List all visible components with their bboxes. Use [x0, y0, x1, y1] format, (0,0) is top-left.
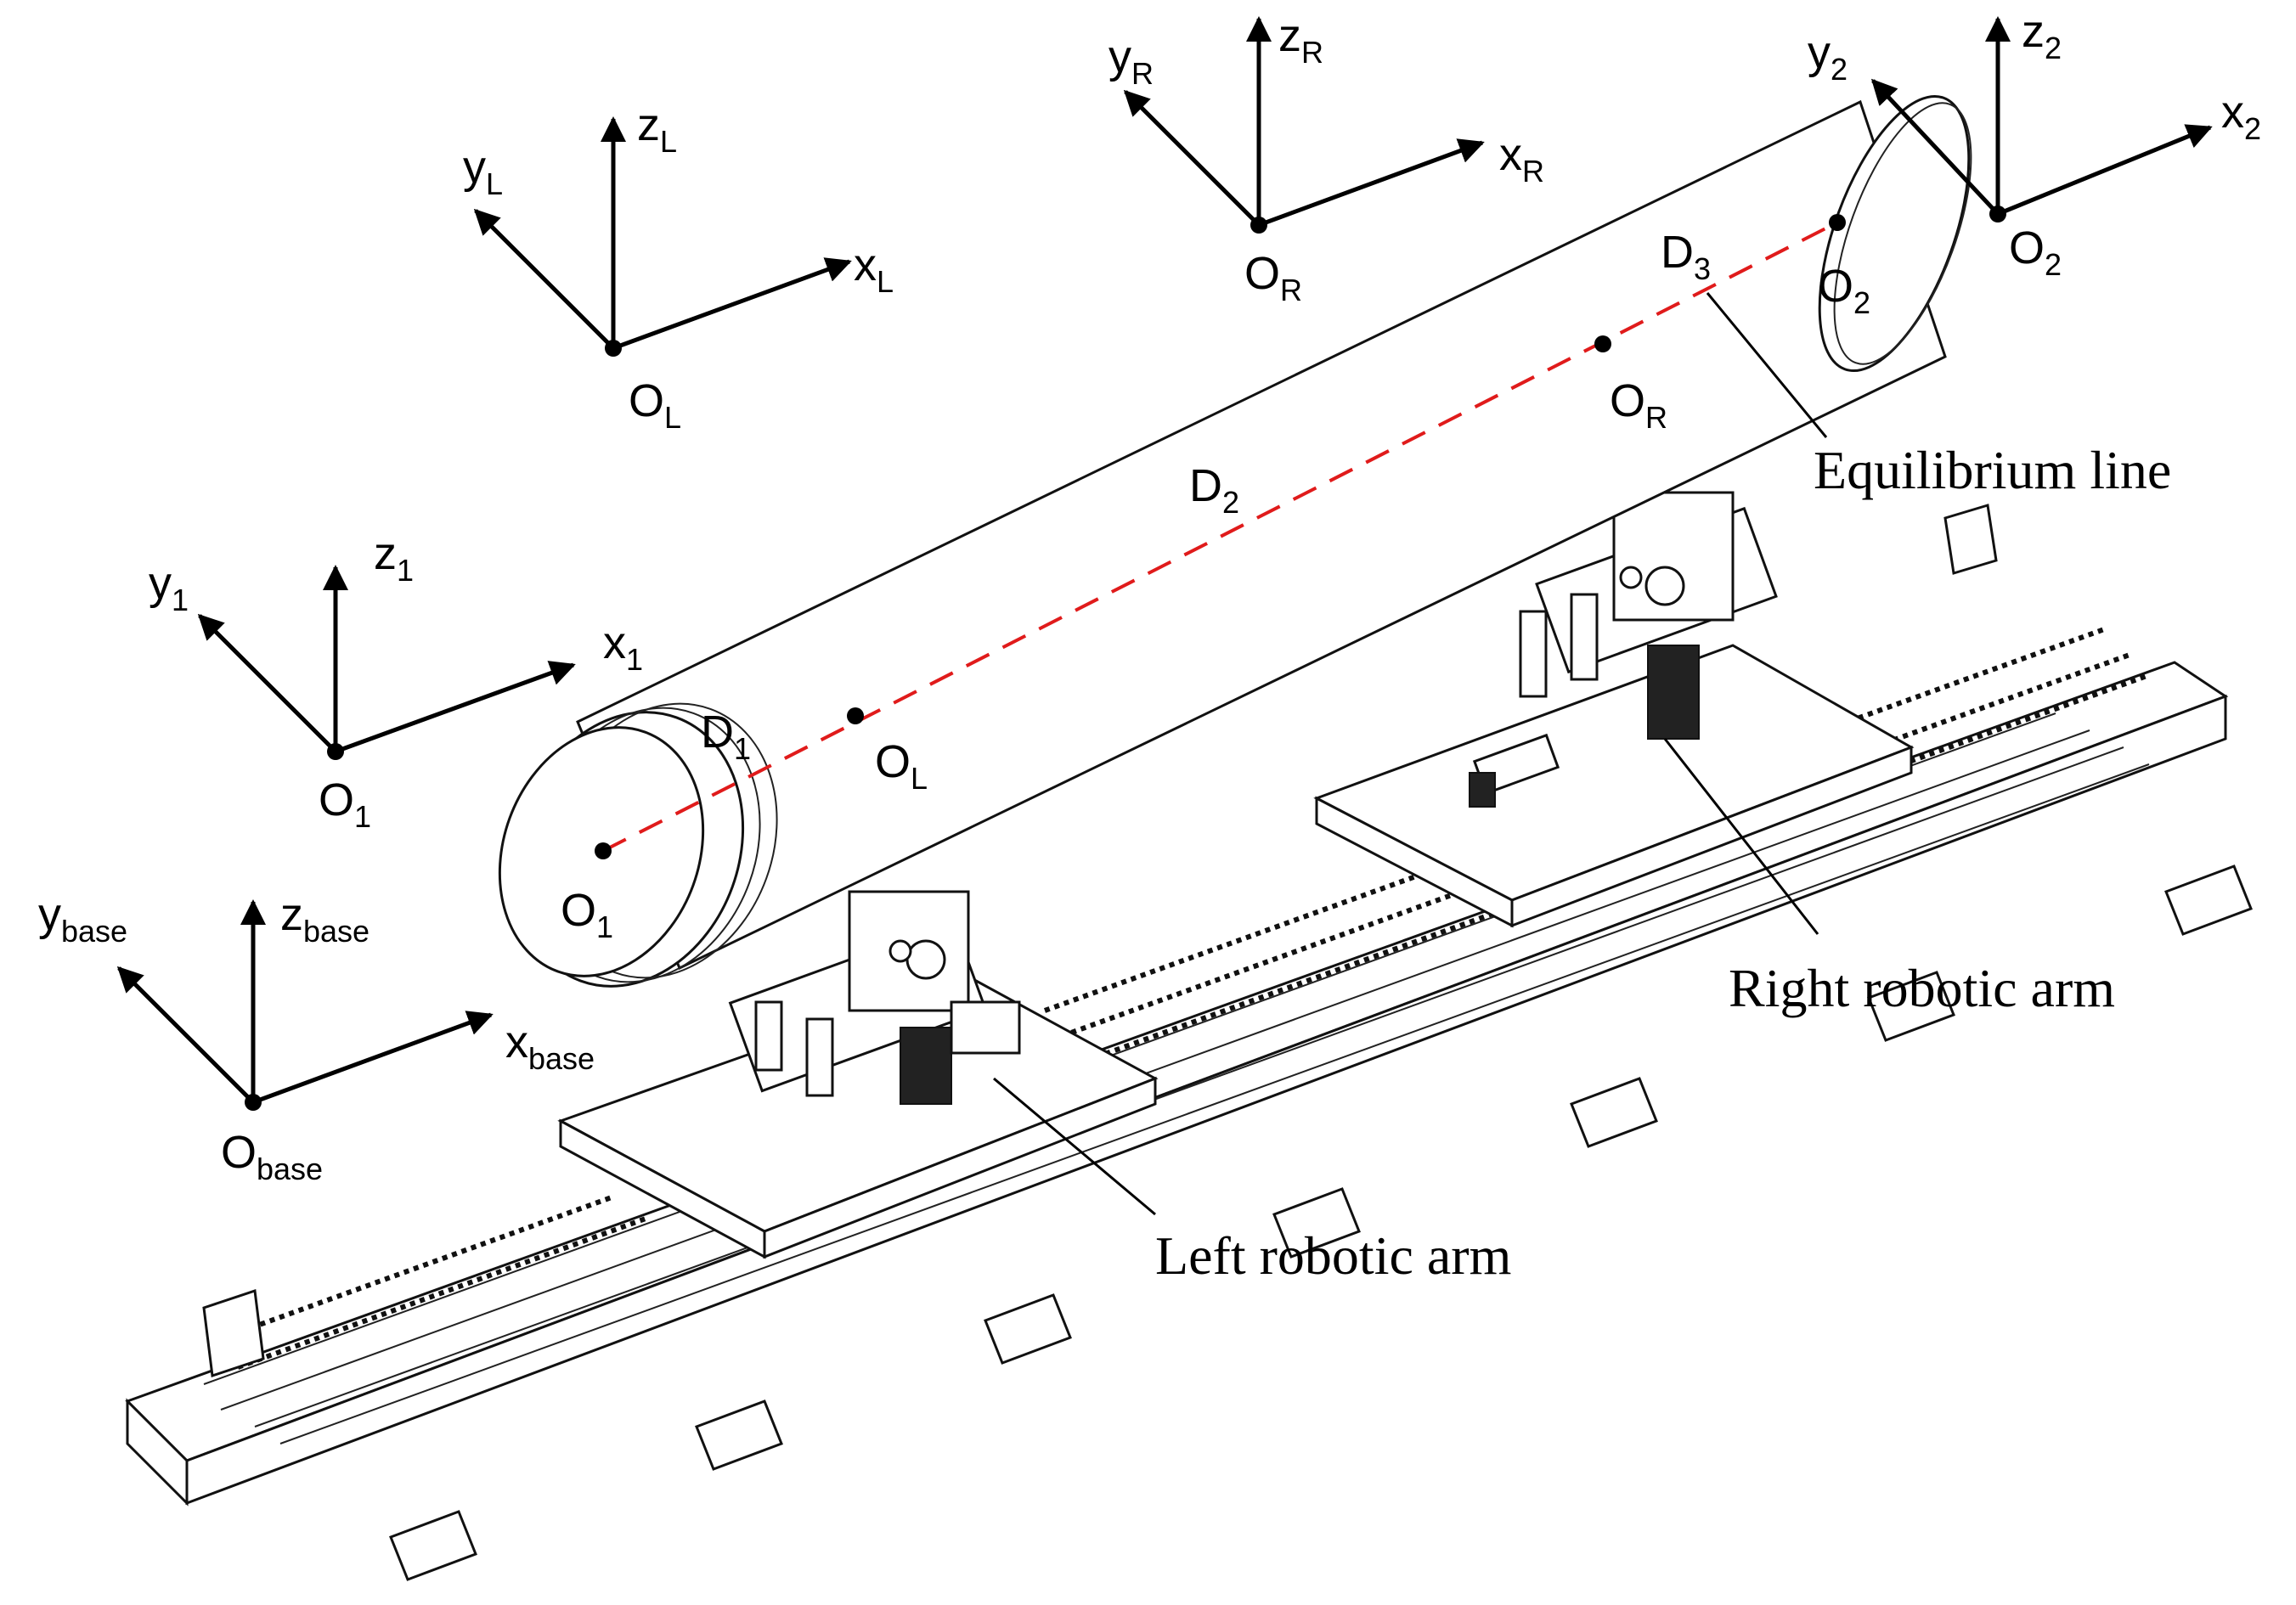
- frame-L-z-label: zL: [637, 99, 677, 159]
- frame-base-origin-label: Obase: [221, 1127, 323, 1186]
- end-bracket-left: [202, 1288, 265, 1378]
- frame-R: yR zR xR OR: [1109, 10, 1544, 307]
- cylinder-end-right: [1818, 94, 1971, 373]
- frame-1-origin-label: O1: [319, 774, 371, 834]
- leader-equilibrium: [1706, 292, 1828, 438]
- point-o2-dot: [1829, 214, 1846, 231]
- frame-base-y-label: ybase: [38, 889, 127, 949]
- equilibrium-line: [602, 221, 1838, 853]
- left-carriage: [557, 890, 1159, 1259]
- frame-L-y-label: yL: [463, 142, 503, 201]
- label-or: OR: [1610, 375, 1667, 435]
- cylinder: [498, 94, 1972, 988]
- frame-2-x-label: x2: [2221, 87, 2261, 146]
- right-carriage: [1313, 491, 1915, 928]
- frame-L-x-label: xL: [854, 239, 894, 299]
- frame-1-x-label: x1: [603, 617, 643, 677]
- bed-end: [126, 1398, 189, 1506]
- label-d3: D3: [1661, 227, 1711, 286]
- label-o2: O2: [1818, 261, 1870, 320]
- frame-1-y-label: y1: [149, 558, 189, 617]
- frame-R-x-label: xR: [1499, 129, 1544, 189]
- callout-equilibrium-line: Equilibrium line: [1814, 440, 2171, 500]
- callout-right-robotic-arm: Right robotic arm: [1729, 958, 2115, 1018]
- point-o1-dot: [595, 842, 612, 859]
- point-ol-dot: [847, 707, 864, 724]
- leader-right-arm: [1663, 738, 1819, 935]
- label-o1: O1: [561, 885, 613, 944]
- frame-L: yL zL xL OL: [463, 99, 894, 435]
- frame-2-origin-label: O2: [2009, 222, 2062, 282]
- label-d1: D1: [701, 707, 751, 766]
- frame-2-z-label: z2: [2022, 6, 2062, 65]
- point-or-dot: [1594, 335, 1611, 352]
- frame-2-y-label: y2: [1808, 27, 1848, 87]
- frame-base-z-label: zbase: [280, 889, 370, 949]
- frame-R-origin-label: OR: [1244, 248, 1302, 307]
- label-ol: OL: [875, 736, 928, 796]
- frame-base-x-label: xbase: [505, 1016, 595, 1076]
- bed-front: [185, 694, 2227, 1506]
- frame-L-origin-label: OL: [629, 375, 681, 435]
- end-bracket-right: [1943, 504, 1998, 575]
- frame-1: y1 z1 x1 O1: [149, 528, 643, 834]
- label-d2: D2: [1189, 460, 1239, 520]
- frame-2: y2 z2 x2 O2: [1808, 6, 2261, 282]
- callout-left-robotic-arm: Left robotic arm: [1155, 1225, 1511, 1286]
- frame-R-z-label: zR: [1278, 10, 1323, 70]
- leader-left-arm: [993, 1077, 1156, 1216]
- feet: [389, 864, 2253, 1581]
- frame-1-z-label: z1: [374, 528, 414, 588]
- frame-R-y-label: yR: [1109, 31, 1154, 91]
- frame-base: ybase zbase xbase Obase: [38, 889, 595, 1186]
